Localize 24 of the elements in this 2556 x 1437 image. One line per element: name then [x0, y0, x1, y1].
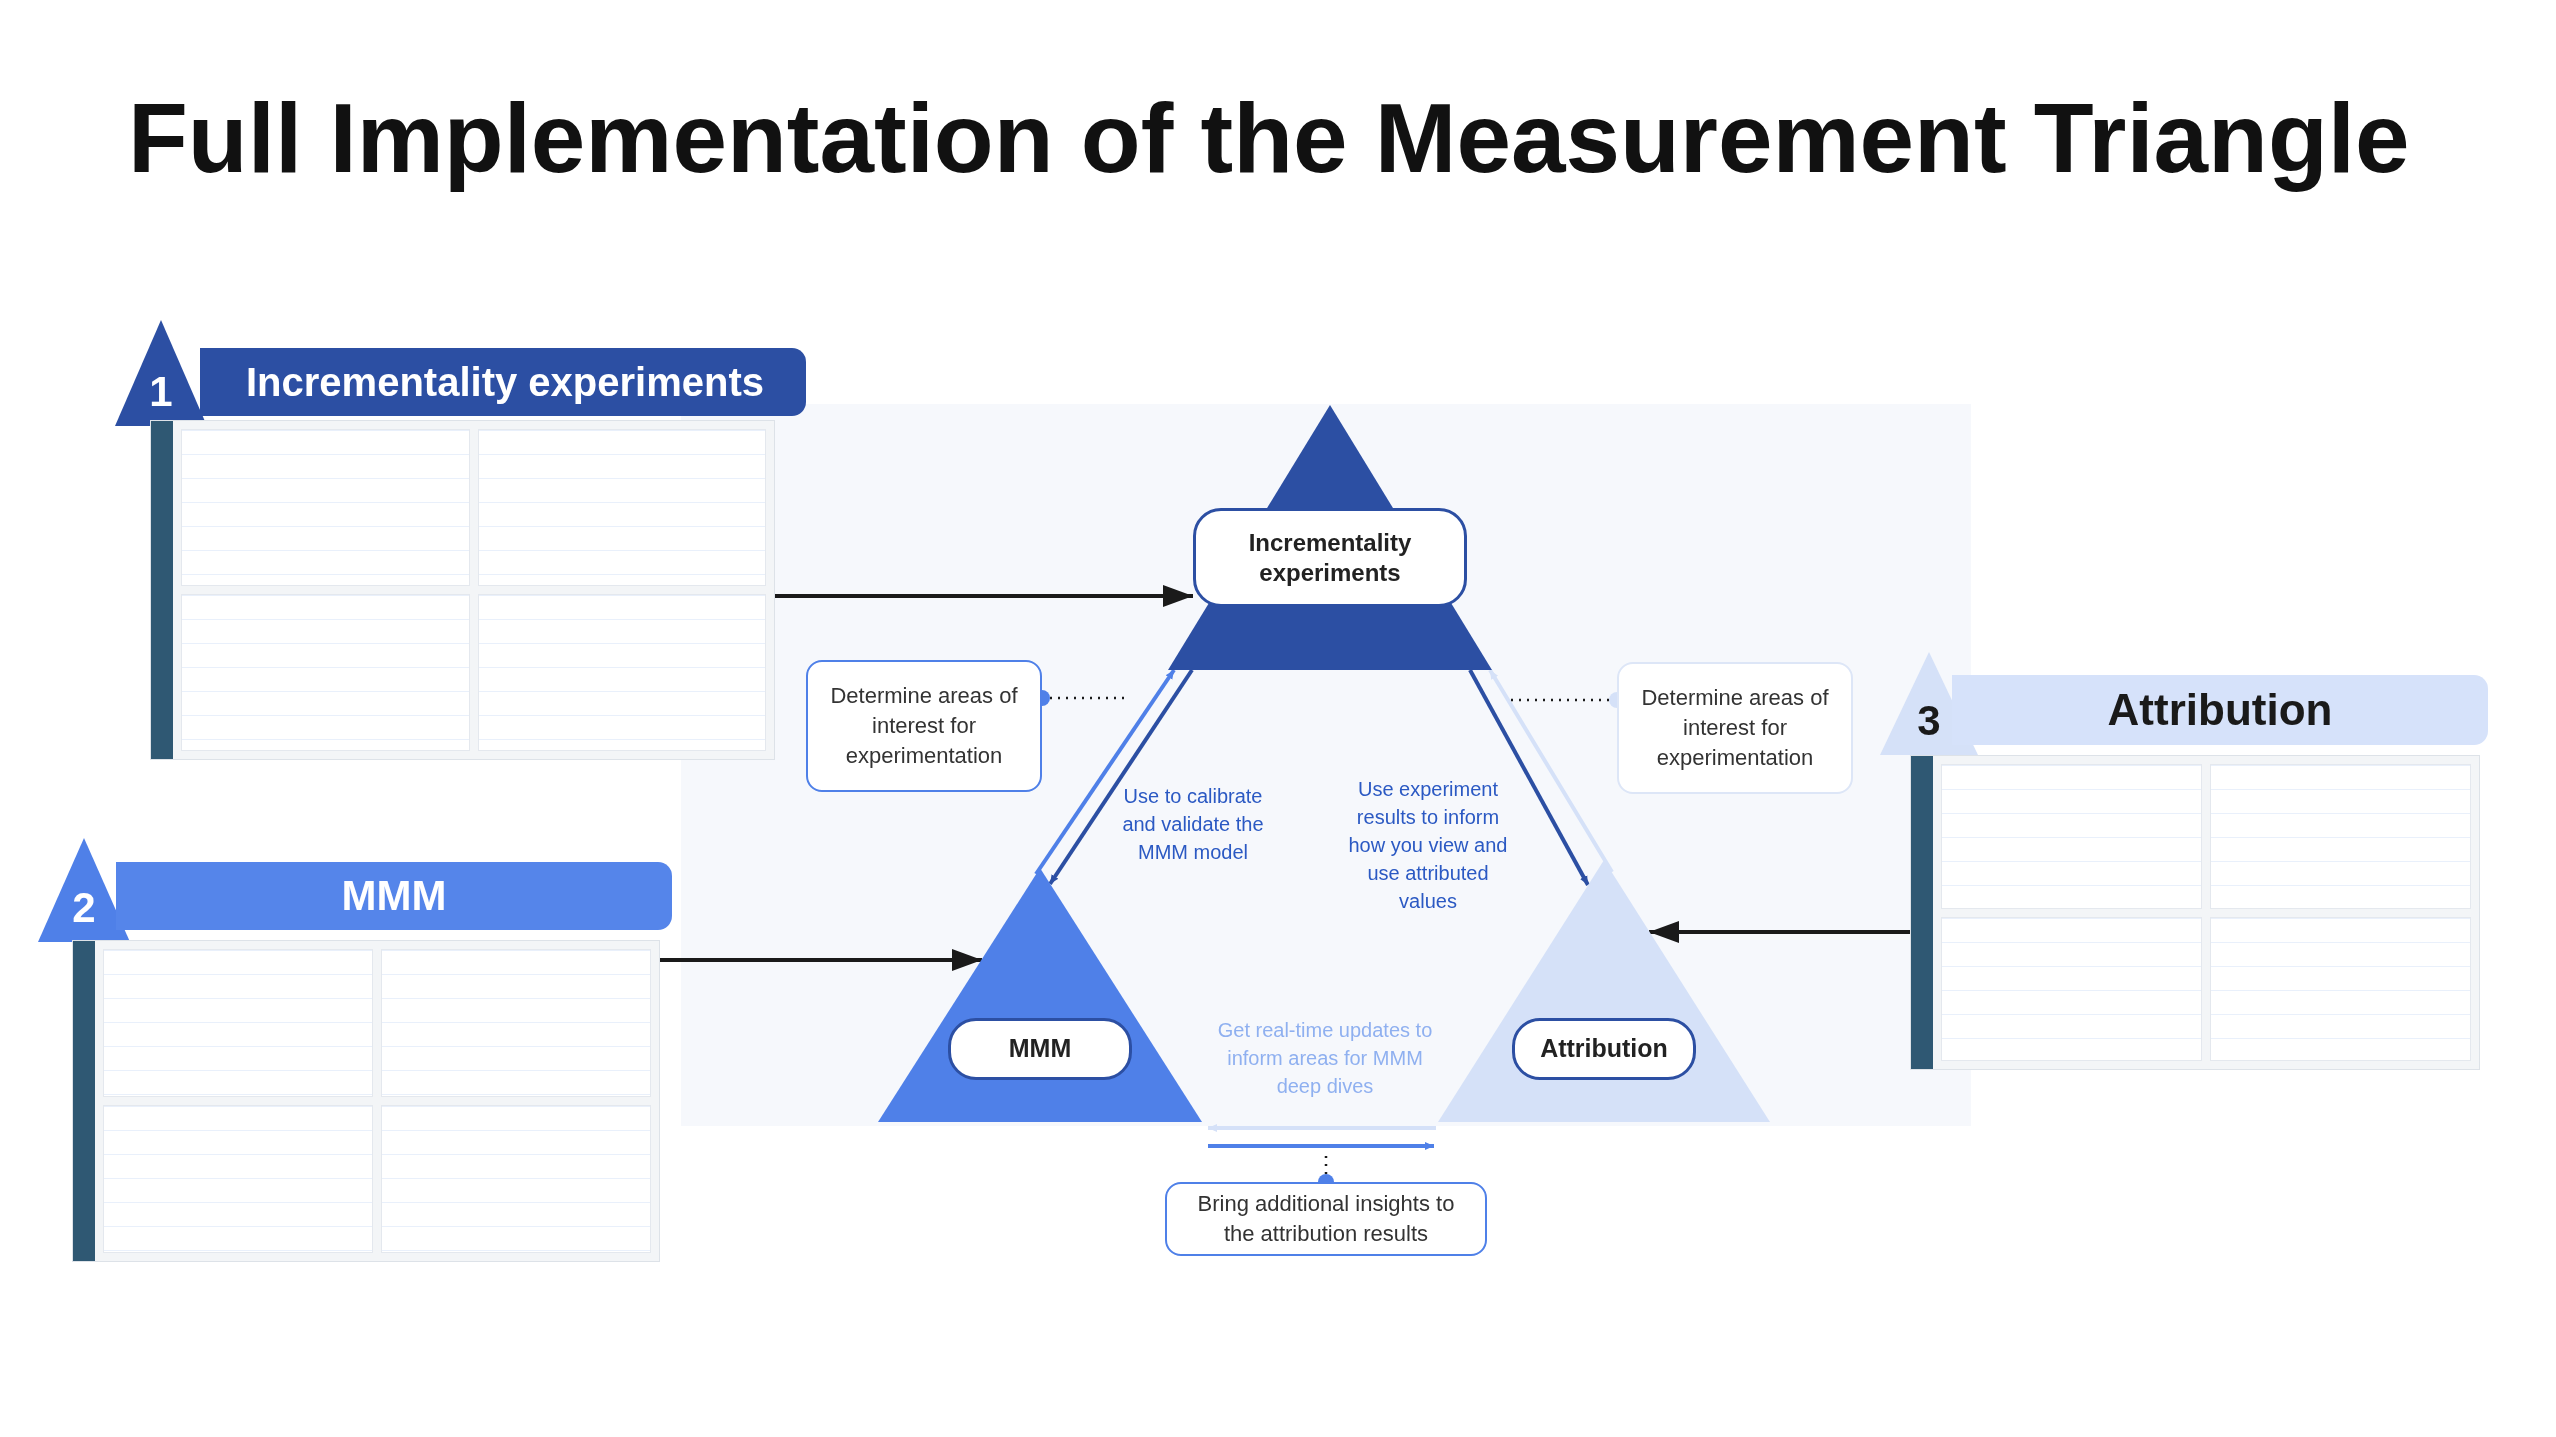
arrow — [1488, 668, 1614, 874]
pill-label: Attribution — [1512, 1018, 1696, 1080]
arrow — [1208, 1142, 1434, 1150]
pill-label: MMM — [948, 1018, 1132, 1080]
step-number: 2 — [72, 884, 96, 931]
arrow — [775, 585, 1193, 607]
section-banner: Attribution — [1952, 675, 2488, 745]
section-banner: MMM — [116, 862, 672, 930]
arrow — [1649, 921, 1910, 943]
annotation-text: Use experiment results to inform how you view and use attributed values — [1347, 777, 1509, 914]
callout-box: Determine areas of interest for experimentation — [806, 660, 1042, 792]
arrow — [1034, 668, 1176, 876]
step-number: 1 — [149, 368, 173, 415]
annotation-text: Get real-time updates to inform areas for MMM deep dives — [1216, 1018, 1434, 1099]
arrow — [1208, 1124, 1436, 1132]
annotation-text: Use to calibrate and validate the MMM model — [1121, 784, 1265, 865]
arrow — [1048, 668, 1194, 886]
pill-label: Incrementality experiments — [1193, 508, 1467, 607]
step-number: 3 — [1917, 697, 1941, 744]
callout-box: Determine areas of interest for experimentation — [1617, 662, 1853, 794]
arrow — [660, 949, 982, 971]
page-title: Full Implementation of the Measurement Triangle — [128, 82, 2410, 195]
callout-box: Bring additional insights to the attribution results — [1165, 1182, 1487, 1256]
arrow — [1468, 669, 1590, 886]
